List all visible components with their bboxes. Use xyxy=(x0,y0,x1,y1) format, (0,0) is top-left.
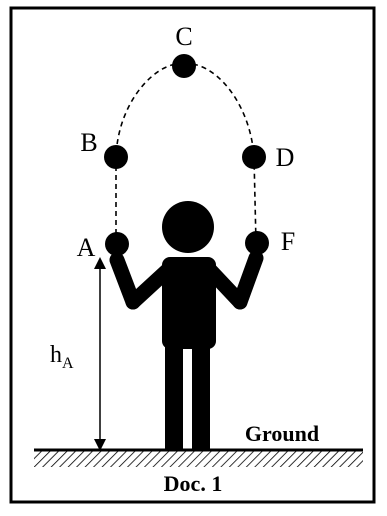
juggler-left-arm xyxy=(125,260,178,310)
height-label-subscript: A xyxy=(62,355,74,372)
ball-c xyxy=(172,54,196,78)
label-f: F xyxy=(281,227,295,256)
height-label: hA xyxy=(50,342,74,372)
label-b: B xyxy=(80,128,97,157)
ball-b xyxy=(104,145,128,169)
juggler-left-forearm xyxy=(109,252,141,310)
label-c: C xyxy=(175,22,192,51)
ball-a xyxy=(105,232,129,256)
ball-d xyxy=(242,145,266,169)
ground-hatch xyxy=(34,451,363,467)
juggler-right-leg xyxy=(192,340,210,450)
ball-f xyxy=(245,231,269,255)
height-label-base: h xyxy=(50,342,62,368)
figure-caption: Doc. 1 xyxy=(164,471,223,496)
juggler-left-leg xyxy=(165,340,183,450)
juggler-head xyxy=(162,201,214,253)
juggler-torso xyxy=(162,257,216,349)
figure-frame xyxy=(9,6,376,504)
juggler-right-forearm xyxy=(232,250,264,310)
juggler-figure xyxy=(109,201,264,450)
label-d: D xyxy=(276,143,295,172)
label-a: A xyxy=(77,233,96,262)
ground-label: Ground xyxy=(245,421,319,446)
